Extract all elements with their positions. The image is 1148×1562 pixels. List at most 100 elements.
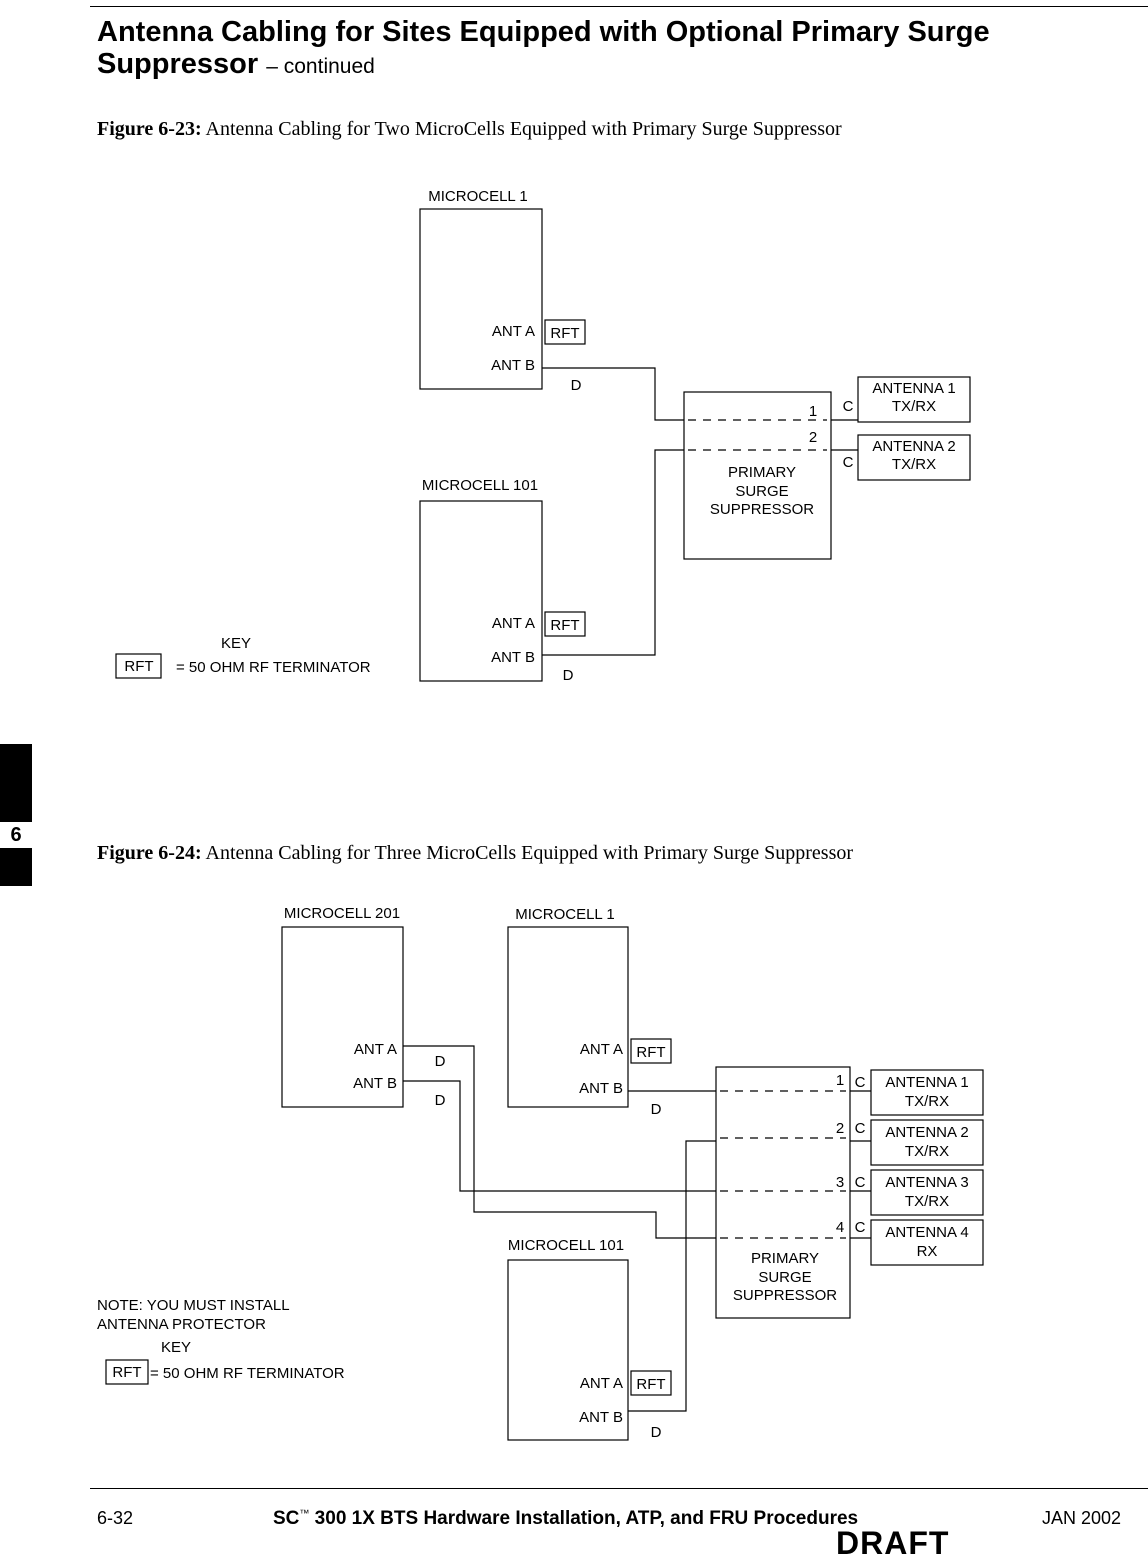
fig23-c-label-2: C [843, 454, 854, 471]
fig24-antenna-1-line-2: TX/RX [905, 1093, 949, 1110]
fig24-suppressor-line-3: SUPPRESSOR [733, 1287, 837, 1304]
fig24-antenna-2-line-2: TX/RX [905, 1143, 949, 1160]
fig23-microcell-1-box [419, 208, 543, 390]
fig24-key-rft: RFT [112, 1364, 141, 1381]
fig24-antenna-4-line-2: RX [917, 1243, 938, 1260]
fig23-suppressor-box [683, 391, 832, 560]
fig23-cable-d2 [542, 449, 684, 656]
fig24-key-rft-box [105, 1359, 149, 1385]
fig23-suppressor-line-3: SUPPRESSOR [710, 501, 814, 518]
fig24-port-2: 2 [836, 1120, 844, 1137]
fig24-rft-label-2: RFT [636, 1376, 665, 1393]
figure-6-24-caption: Figure 6-24: Antenna Cabling for Three M… [97, 842, 853, 865]
fig24-diagram [105, 926, 984, 1441]
fig24-d-label-mc1: D [651, 1101, 662, 1118]
fig24-cable-mc201-a [403, 1045, 716, 1239]
fig24-note-line-2: ANTENNA PROTECTOR [97, 1316, 266, 1333]
fig23-mc101-ant-b: ANT B [491, 649, 535, 666]
footer-title: SC™ 300 1X BTS Hardware Installation, AT… [273, 1508, 858, 1530]
fig24-microcell-101-box [507, 1259, 629, 1441]
fig23-rft-label-1: RFT [550, 325, 579, 342]
fig24-mc101-ant-b: ANT B [579, 1409, 623, 1426]
fig24-c-label-4: C [855, 1219, 866, 1236]
figure-6-23-caption: Figure 6-23: Antenna Cabling for Two Mic… [97, 118, 842, 141]
fig23-mc101-ant-a: ANT A [492, 615, 535, 632]
fig24-antenna-2-box [870, 1119, 984, 1166]
fig24-microcell-201-box [281, 926, 404, 1108]
fig23-mc1-ant-b: ANT B [491, 357, 535, 374]
fig24-microcell-1-label: MICROCELL 1 [515, 906, 614, 923]
chapter-tab [0, 744, 32, 886]
fig24-mc1-ant-a: ANT A [580, 1041, 623, 1058]
page-title-text: Antenna Cabling for Sites Equipped with … [97, 16, 990, 80]
fig24-key-title: KEY [161, 1339, 191, 1356]
fig23-microcell-1-label: MICROCELL 1 [428, 188, 527, 205]
fig24-rft-label-1: RFT [636, 1044, 665, 1061]
fig24-antenna-3-line-2: TX/RX [905, 1193, 949, 1210]
fig24-cable-mc101 [628, 1140, 716, 1412]
fig24-note-line-1: NOTE: YOU MUST INSTALL [97, 1297, 290, 1314]
fig23-antenna-2-line-2: TX/RX [892, 456, 936, 473]
footer-title-sc: SC [273, 1508, 300, 1529]
fig24-d-label-mc201-b: D [435, 1092, 446, 1109]
fig24-d-label-mc201-a: D [435, 1053, 446, 1070]
fig24-port-3: 3 [836, 1174, 844, 1191]
footer-trademark: ™ [299, 1508, 310, 1520]
fig24-antenna-4-line-1: ANTENNA 4 [885, 1224, 968, 1241]
fig23-antenna-2-line-1: ANTENNA 2 [872, 438, 955, 455]
fig24-mc1-ant-b: ANT B [579, 1080, 623, 1097]
fig24-antenna-4-box [870, 1219, 984, 1266]
fig23-c-label-1: C [843, 398, 854, 415]
footer-rule [90, 1488, 1148, 1489]
fig23-microcell-101-box [419, 500, 543, 682]
fig23-rft-box-1 [544, 319, 586, 345]
fig24-antenna-2-line-1: ANTENNA 2 [885, 1124, 968, 1141]
fig24-rft-box-1 [630, 1038, 672, 1064]
fig24-port-4: 4 [836, 1219, 844, 1236]
page-title-continued: – continued [266, 55, 375, 78]
page-title: Antenna Cabling for Sites Equipped with … [97, 16, 1077, 83]
fig24-mc101-ant-a: ANT A [580, 1375, 623, 1392]
figure-6-24-label: Figure 6-24: [97, 842, 202, 864]
fig24-antenna-3-box [870, 1169, 984, 1216]
fig24-microcell-1-box [507, 926, 629, 1108]
fig23-antenna-1-box [857, 376, 971, 423]
fig23-cable-d1 [542, 367, 684, 421]
fig23-d-label-1: D [571, 377, 582, 394]
fig23-antenna-2-box [857, 434, 971, 481]
fig24-microcell-201-label: MICROCELL 201 [284, 905, 400, 922]
fig23-suppressor-line-1: PRIMARY [728, 464, 796, 481]
fig24-c-label-3: C [855, 1174, 866, 1191]
fig24-labels: MICROCELL 201 MICROCELL 1 MICROCELL 101 … [97, 905, 969, 1441]
fig23-port-1: 1 [809, 403, 817, 420]
fig24-d-label-mc101: D [651, 1424, 662, 1441]
fig24-key-text: = 50 OHM RF TERMINATOR [150, 1365, 345, 1382]
fig23-d-label-2: D [563, 667, 574, 684]
figure-6-23-label: Figure 6-23: [97, 118, 202, 140]
footer-title-rest: 300 1X BTS Hardware Installation, ATP, a… [309, 1508, 859, 1529]
fig24-rft-box-2 [630, 1370, 672, 1396]
figure-6-24-caption-text: Antenna Cabling for Three MicroCells Equ… [205, 842, 854, 864]
footer-date: JAN 2002 [1042, 1508, 1122, 1528]
fig24-c-label-2: C [855, 1120, 866, 1137]
fig24-suppressor-line-2: SURGE [758, 1269, 811, 1286]
fig23-key-title: KEY [221, 635, 251, 652]
fig23-microcell-101-label: MICROCELL 101 [422, 477, 538, 494]
footer-page-number: 6-32 [97, 1508, 134, 1528]
fig23-suppressor-line-2: SURGE [735, 483, 788, 500]
fig24-mc201-ant-b: ANT B [353, 1075, 397, 1092]
fig24-antenna-1-box [870, 1069, 984, 1116]
figure-6-23-caption-text: Antenna Cabling for Two MicroCells Equip… [205, 118, 842, 140]
fig24-suppressor-line-1: PRIMARY [751, 1250, 819, 1267]
fig23-antenna-1-line-1: ANTENNA 1 [872, 380, 955, 397]
fig24-port-1: 1 [836, 1072, 844, 1089]
fig24-c-label-1: C [855, 1074, 866, 1091]
fig24-antenna-1-line-1: ANTENNA 1 [885, 1074, 968, 1091]
fig23-antenna-1-line-2: TX/RX [892, 398, 936, 415]
fig23-mc1-ant-a: ANT A [492, 323, 535, 340]
fig24-cable-mc201-b [403, 1080, 716, 1192]
fig23-key-rft: RFT [124, 658, 153, 675]
fig23-port-2: 2 [809, 429, 817, 446]
fig23-diagram [115, 208, 971, 682]
